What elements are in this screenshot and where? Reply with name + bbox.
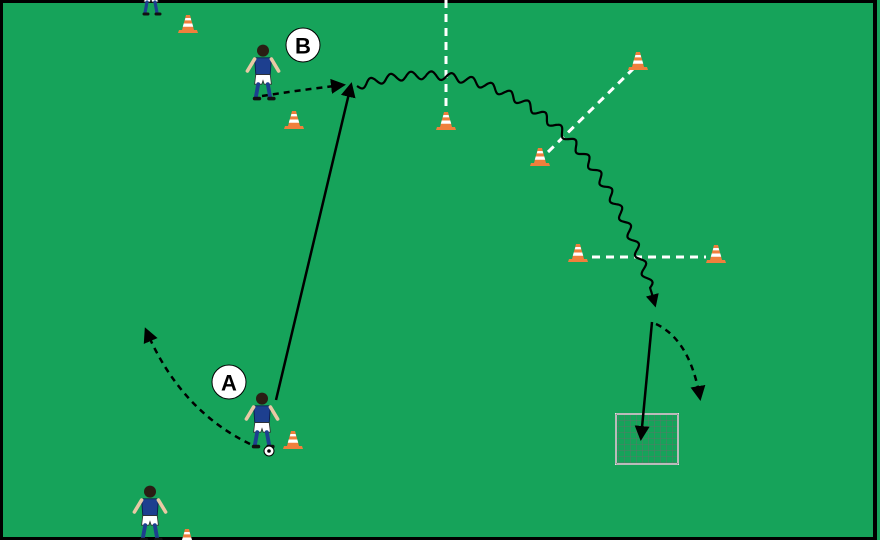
shot-arrow <box>634 321 654 441</box>
svg-text:B: B <box>295 34 311 59</box>
goal <box>615 413 679 465</box>
label-a: A <box>211 364 247 400</box>
label-b: B <box>285 27 321 63</box>
pass-arrow-a-to-b <box>274 82 356 401</box>
svg-text:A: A <box>221 371 237 396</box>
dribble-arrow <box>356 70 659 308</box>
ball <box>263 445 275 457</box>
exit-arrow <box>655 322 706 401</box>
